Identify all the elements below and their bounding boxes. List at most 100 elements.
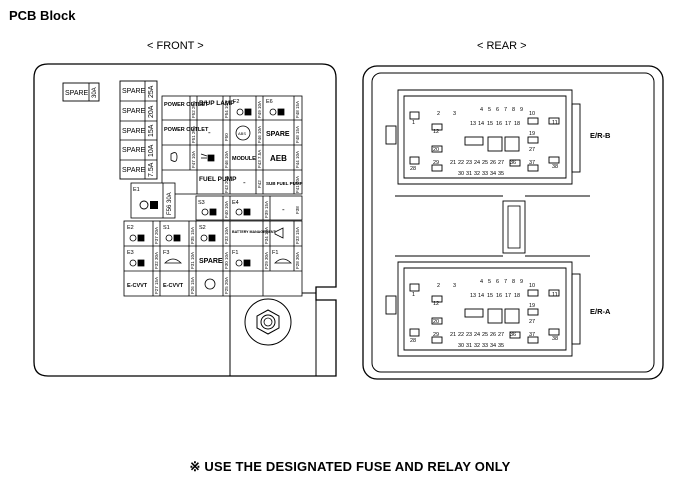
relay-f3-label: F3	[163, 250, 169, 256]
svg-text:32: 32	[474, 171, 480, 177]
f29-code: F29 30A	[264, 252, 269, 269]
svg-text:4: 4	[480, 107, 483, 113]
svg-text:23: 23	[466, 160, 472, 166]
relay-s3-label: S3	[198, 200, 205, 206]
f33b-code: F33 15A	[295, 227, 300, 244]
svg-text:15: 15	[487, 121, 493, 127]
svg-text:19: 19	[529, 303, 535, 309]
connector-er-b	[385, 89, 581, 185]
f40-code: F40 10A	[224, 201, 229, 218]
svg-text:16: 16	[496, 121, 502, 127]
f48b-code: F48 15A	[295, 126, 300, 143]
f26-code: F26 15A	[190, 277, 195, 294]
backup-lamp-label: B/UP LAMP	[199, 100, 235, 107]
svg-text:30: 30	[458, 343, 464, 349]
relay-icon-f1	[235, 259, 251, 267]
f28-code: F28 30A	[295, 252, 300, 269]
spare-5-label: SPARE	[122, 167, 146, 174]
svg-text:5: 5	[488, 107, 491, 113]
svg-text:1: 1	[412, 120, 415, 126]
svg-text:18: 18	[514, 121, 520, 127]
spare-1-rating: 25A	[148, 85, 155, 98]
relay-icons: ABS	[129, 108, 292, 290]
svg-text:14: 14	[478, 293, 484, 299]
spare-1-label: SPARE	[122, 88, 146, 95]
svg-text:34: 34	[490, 343, 496, 349]
svg-text:26: 26	[490, 160, 496, 166]
svg-text:9: 9	[520, 279, 523, 285]
svg-text:16: 16	[496, 293, 502, 299]
relay-icon-e2	[129, 234, 145, 242]
f25-code: F25 20A	[224, 277, 229, 294]
spare-5-rating: 7.5A	[148, 162, 155, 177]
f37-code: F37 20A	[154, 227, 159, 244]
top-spare-rating: 30A	[92, 87, 98, 98]
svg-text:27: 27	[529, 147, 535, 153]
fuse-row-5: E2 F37 20A S1 F35 15A S2 F33 10A BATTERY…	[127, 225, 300, 244]
svg-text:3: 3	[453, 111, 456, 117]
f39-code: F39 15A	[264, 201, 269, 218]
svg-text:24: 24	[474, 160, 480, 166]
f46b-code: F46 10A	[224, 151, 229, 168]
svg-text:1: 1	[412, 292, 415, 298]
svg-text:22: 22	[458, 160, 464, 166]
f41-code: F41 20A	[295, 176, 300, 193]
f49-code: F49 10A	[257, 101, 262, 118]
abs-icon: ABS	[235, 125, 251, 141]
top-spare-label: SPARE	[65, 90, 89, 97]
svg-text:25: 25	[482, 332, 488, 338]
fuse-row-7: E-CVVT F27 15A E-CVVT F26 15A F25 20A	[127, 277, 229, 294]
relay-s2-label: S2	[199, 225, 206, 231]
spare-2-rating: 20A	[148, 105, 155, 118]
f50-label: -	[208, 128, 211, 137]
f43b-code: F43 20A	[224, 176, 229, 193]
svg-text:10: 10	[529, 283, 535, 289]
svg-text:19: 19	[529, 131, 535, 137]
svg-text:25: 25	[482, 160, 488, 166]
svg-text:12: 12	[433, 129, 439, 135]
svg-text:12: 12	[433, 301, 439, 307]
spare-4-label: SPARE	[122, 147, 146, 154]
e-cvvt-1-label: E-CVVT	[127, 283, 148, 289]
spare-2-label: SPARE	[122, 108, 146, 115]
fog-lamp-icon	[200, 153, 215, 162]
svg-text:7: 7	[504, 107, 507, 113]
svg-text:28: 28	[410, 166, 416, 172]
svg-text:24: 24	[474, 332, 480, 338]
svg-text:33: 33	[482, 343, 488, 349]
fuse-notice: ※ USE THE DESIGNATED FUSE AND RELAY ONLY	[189, 459, 511, 474]
relay-e4-label: E4	[232, 200, 239, 206]
f44-code: F44 10A	[295, 151, 300, 168]
svg-text:27: 27	[498, 160, 504, 166]
fuse-row-6: E3 F32 30A F3 F31 10A SPARE F30 10A F1 F…	[127, 250, 300, 269]
svg-text:9: 9	[520, 107, 523, 113]
svg-text:14: 14	[478, 121, 484, 127]
relay-s1-label: S1	[163, 225, 170, 231]
page-title: PCB Block	[9, 8, 76, 23]
connector-er-b-pin-labels: 2 3 4 5 6 7 8 9 13 14 15 16 17 18 1 12 2…	[410, 107, 558, 177]
spare-fuse-column: SPARE 25A SPARE 20A SPARE 15A SPARE 10A …	[119, 80, 158, 180]
svg-text:18: 18	[514, 293, 520, 299]
fuse-row-5a: S3 F40 10A E4 F39 15A - F38	[198, 200, 300, 218]
fuse-row-2: POWER OUTLET F51 20A - F50 F46 10A SPARE…	[164, 126, 300, 143]
svg-text:29: 29	[433, 332, 439, 338]
svg-text:13: 13	[470, 293, 476, 299]
relay-icon-s1	[165, 234, 181, 242]
relay-icon-e6	[269, 108, 285, 116]
fuse-row-1: POWER OUTLET F52 20A B/UP LAMP F54 10A F…	[164, 99, 300, 118]
fuel-pump-label: FUEL PUMP	[199, 176, 237, 183]
f51-code: F51 20A	[191, 126, 196, 143]
f35-code: F35 15A	[190, 227, 195, 244]
wiper-icon-f1	[274, 258, 292, 264]
module-label: MODULE	[232, 156, 256, 162]
svg-text:38: 38	[552, 336, 558, 342]
fuse-row-4: FUEL PUMP F43 20A - F42 SUB FUEL PUMP F4…	[199, 176, 303, 193]
svg-text:6: 6	[496, 279, 499, 285]
svg-text:17: 17	[505, 121, 511, 127]
wiper-icon-f3	[164, 258, 182, 264]
f46-code: F46 10A	[257, 126, 262, 143]
headlamp-icon	[170, 152, 178, 162]
spare-3-rating: 15A	[148, 124, 155, 137]
f54-code: F54 10A	[224, 101, 229, 118]
svg-text:20: 20	[433, 147, 439, 153]
